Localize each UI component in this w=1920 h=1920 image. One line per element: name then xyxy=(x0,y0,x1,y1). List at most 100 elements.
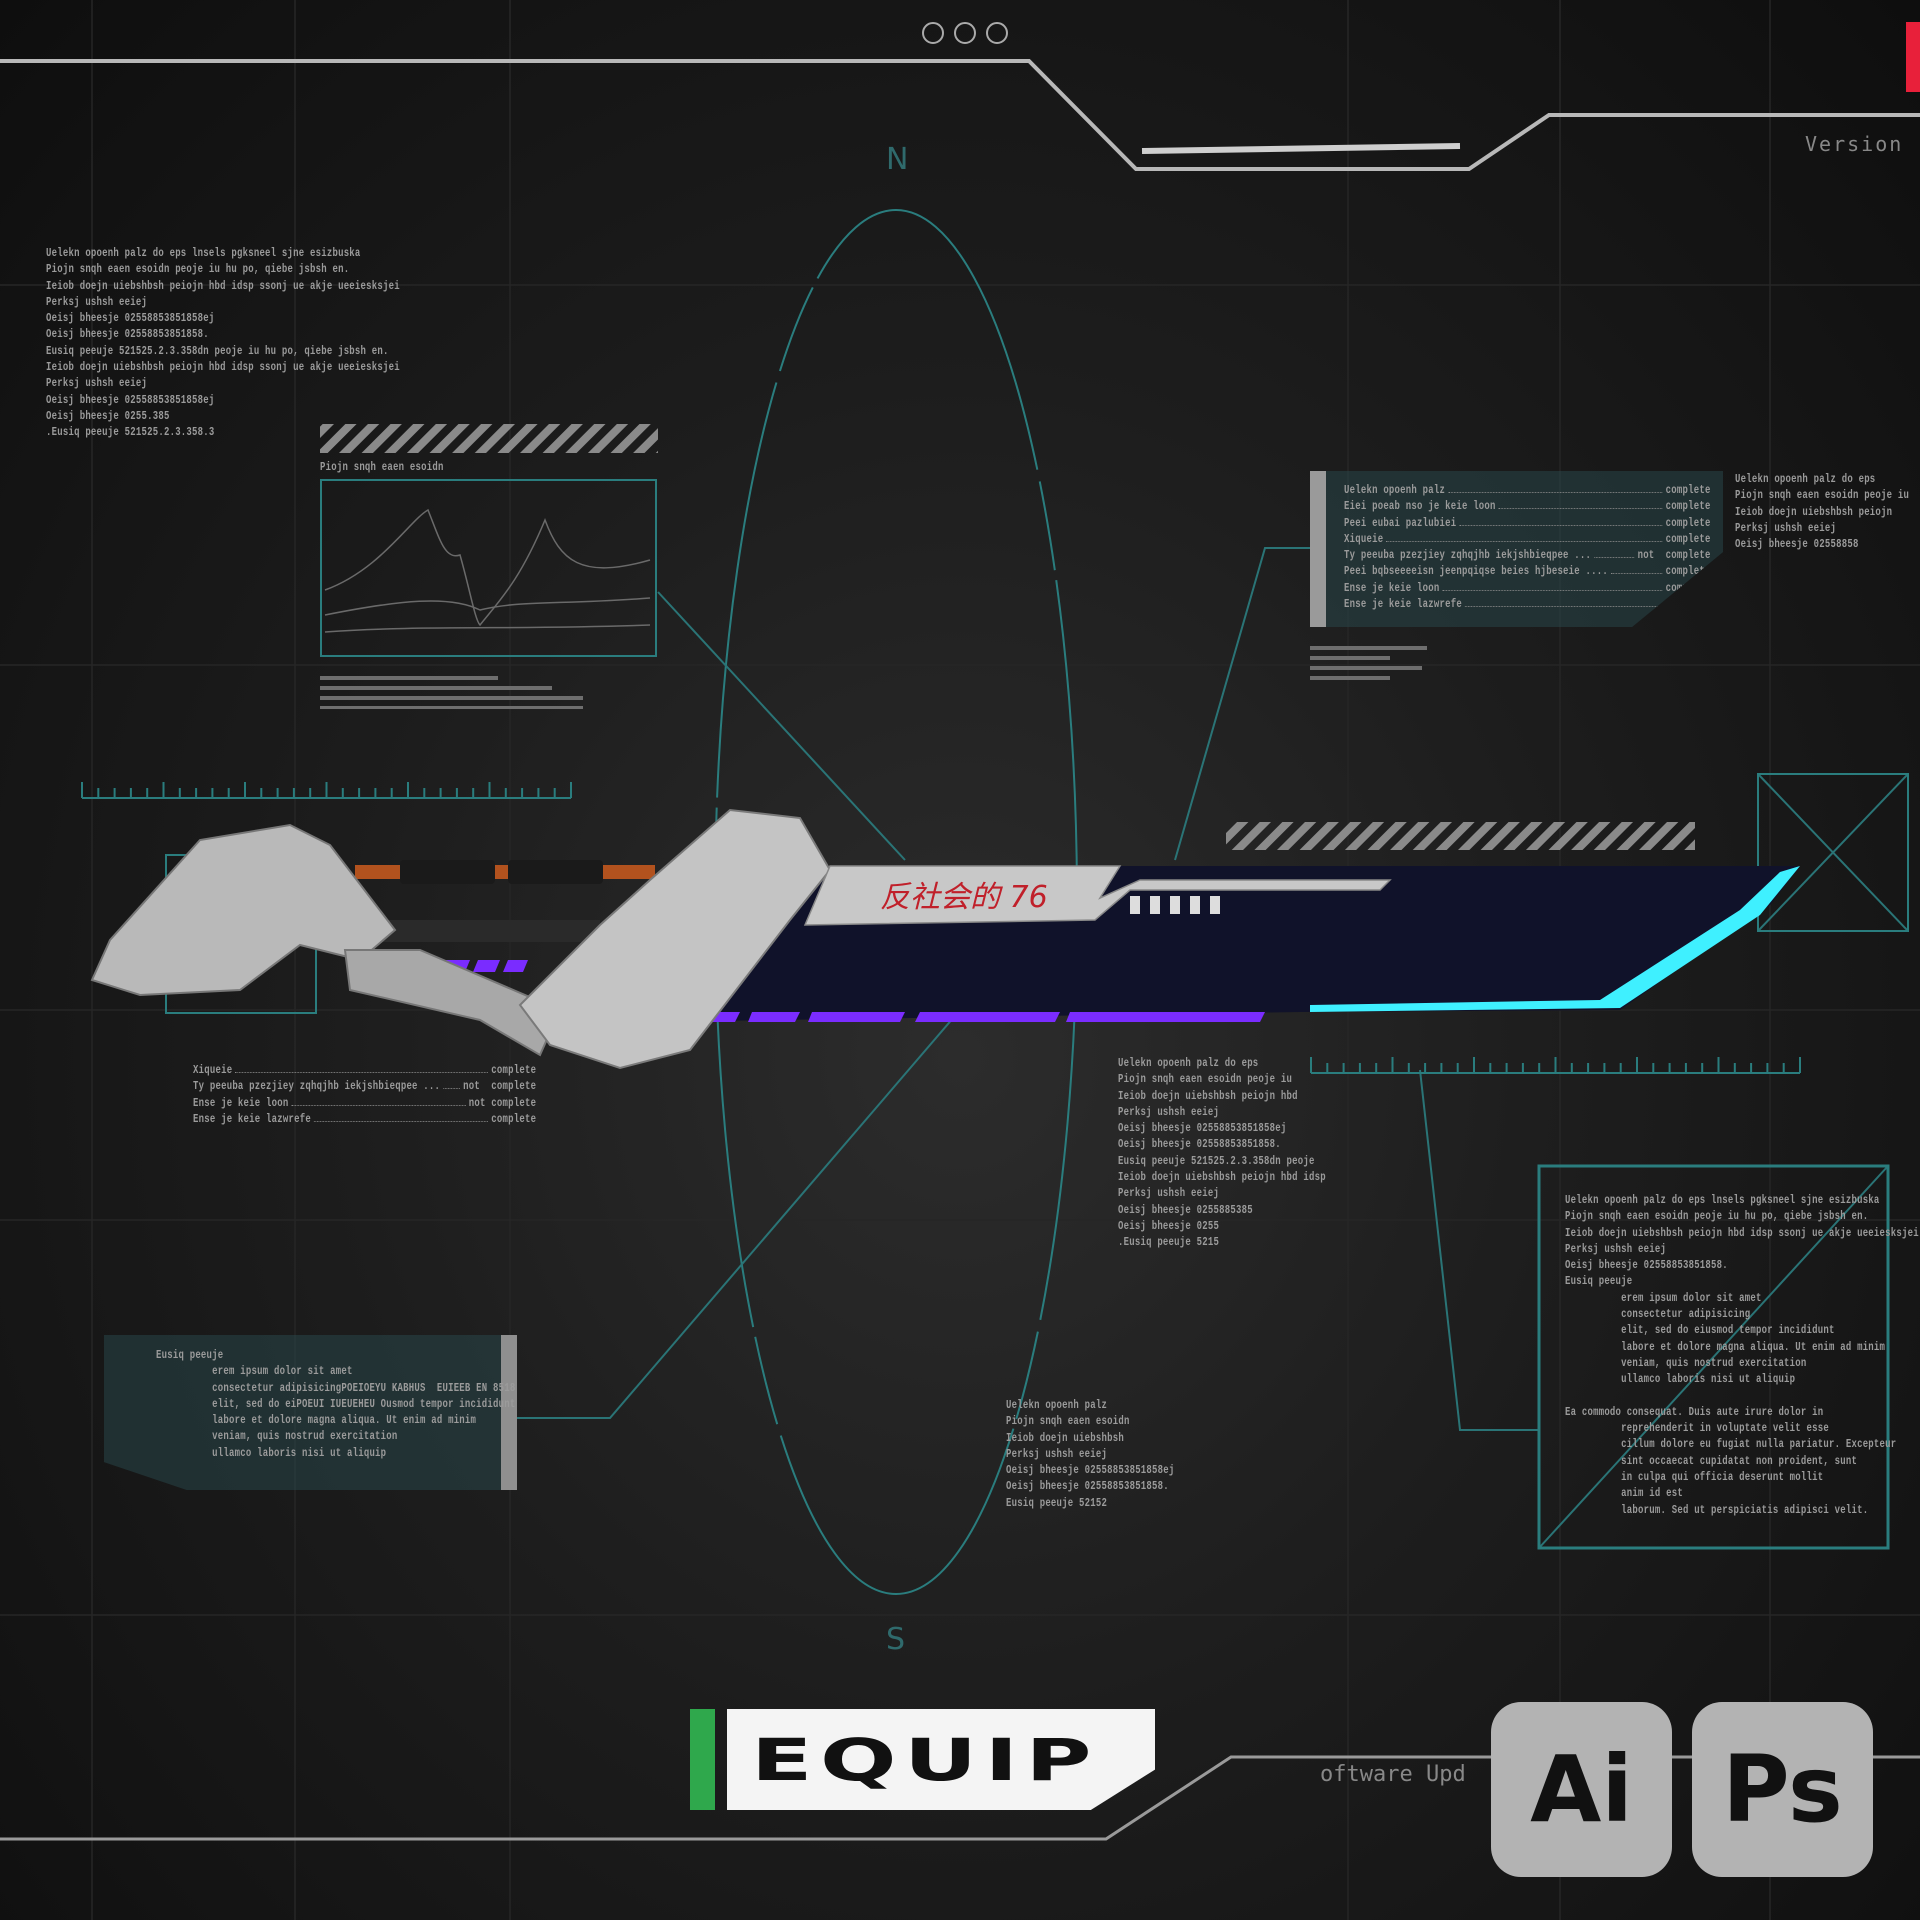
text-line xyxy=(1565,1389,1919,1405)
text-line: Ieiob doejn uiebshbsh peiojn hbd idsp ss… xyxy=(46,279,400,293)
text-line: veniam, quis nostrud exercitation xyxy=(156,1430,398,1444)
text-line: Piojn snqh eaen esoidn peoje iu xyxy=(1735,489,1910,503)
text-line: erem ipsum dolor sit amet xyxy=(1565,1291,1762,1305)
bottom-bar-text: oftware Upd xyxy=(1320,1762,1466,1787)
status-label: Ty peeuba pzezjiey zqhqjhb iekjshbieqpee… xyxy=(193,1080,441,1094)
window-controls[interactable] xyxy=(922,22,1008,44)
text-line: Ieiob doejn uiebshbsh peiojn xyxy=(1735,505,1893,519)
text-line: .Eusiq peeuje 5215 xyxy=(1118,1236,1220,1250)
text-line: Oeisj bheesje 02558853851858ej xyxy=(46,312,215,326)
status-label: Peei eubai pazlubiei xyxy=(1344,516,1457,530)
text-line: Oeisj bheesje 0255 xyxy=(1118,1219,1220,1233)
status-row: Uelekn opoenh palz complete xyxy=(1344,483,1711,499)
window-control-dot[interactable] xyxy=(986,22,1008,44)
text-line: laborum. Sed ut perspiciatis adipisci ve… xyxy=(1565,1503,1869,1517)
text-line: Oeisj bheesje 02558853851858ej xyxy=(1118,1122,1287,1136)
bottom-left-panel-text: Eusiq peeuje erem ipsum dolor sit amet c… xyxy=(156,1348,515,1462)
dotted-leader xyxy=(1386,540,1663,542)
weapon-sword xyxy=(90,808,1800,1070)
status-value: complete xyxy=(1665,484,1711,497)
status-row: Ense je keie lazwrefe complete xyxy=(193,1112,536,1128)
photoshop-icon: Ps xyxy=(1692,1702,1873,1877)
status-value: complete xyxy=(491,1112,537,1126)
hazard-stripe-right xyxy=(1226,822,1695,850)
right-box-text: Uelekn opoenh palz do eps lnsels pgksnee… xyxy=(1565,1193,1919,1519)
text-line: Piojn snqh eaen esoidn peoje iu hu po, q… xyxy=(1565,1210,1869,1224)
blade-edge-glow xyxy=(1310,866,1800,1012)
compass-south-label: S xyxy=(886,1622,906,1657)
window-control-dot[interactable] xyxy=(922,22,944,44)
left-text-block: Uelekn opoenh palz do eps lnsels pgksnee… xyxy=(46,246,400,442)
text-line: consectetur adipisicing xyxy=(1565,1308,1751,1322)
status-label: Xiqueie xyxy=(193,1064,233,1077)
status-row: Xiqueie complete xyxy=(193,1063,536,1079)
text-line: Uelekn opoenh palz do eps xyxy=(1118,1057,1259,1070)
blade-plate xyxy=(803,865,1392,926)
equip-badge[interactable]: EQUIP xyxy=(727,1709,1155,1810)
window-control-dot[interactable] xyxy=(954,22,976,44)
text-line: Perksj ushsh eeiej xyxy=(1006,1447,1108,1461)
version-label: Version xyxy=(1805,132,1904,156)
text-line: Ieiob doejn uiebshbsh peiojn hbd idsp xyxy=(1118,1171,1326,1185)
top-frame-line xyxy=(0,59,1920,171)
text-line: Eusiq peeuje 52152 xyxy=(1006,1496,1108,1510)
text-line: Oeisj bheesje 0255.385 xyxy=(46,409,170,423)
status-value: complete xyxy=(1665,500,1711,514)
status-value: complete xyxy=(1665,516,1711,530)
connector-lines xyxy=(517,547,1909,1549)
equip-label: EQUIP xyxy=(751,1725,1100,1794)
status-label: Uelekn opoenh palz xyxy=(1344,484,1446,497)
text-line: Eusiq peeuje 521525.2.3.358dn peoje iu h… xyxy=(46,344,389,358)
gray-bars-right xyxy=(1310,646,1427,680)
text-line: Perksj ushsh eeiej xyxy=(46,377,148,391)
status-value: not complete xyxy=(463,1080,537,1094)
text-line: Eusiq peeuje 521525.2.3.358dn peoje xyxy=(1118,1154,1315,1168)
dotted-leader xyxy=(235,1072,489,1073)
dotted-leader xyxy=(1498,508,1663,510)
text-line: Piojn snqh eaen esoidn xyxy=(1006,1415,1130,1429)
text-line: labore et dolore magna aliqua. Ut enim a… xyxy=(156,1414,477,1428)
status-value: complete xyxy=(491,1064,537,1077)
status-label: Ense je keie lazwrefe xyxy=(193,1112,311,1126)
text-line: Perksj ushsh eeiej xyxy=(1118,1187,1220,1201)
dotted-leader xyxy=(291,1104,466,1106)
status-value: complete xyxy=(1665,532,1711,546)
dotted-leader xyxy=(1459,524,1663,526)
status-label: Xiqueie xyxy=(1344,532,1384,546)
text-line: Uelekn opoenh palz do eps lnsels pgksnee… xyxy=(1565,1194,1880,1207)
text-line: Ieiob doejn uiebshbsh xyxy=(1006,1431,1124,1445)
illustrator-icon: Ai xyxy=(1491,1702,1672,1877)
text-line: Perksj ushsh eeiej xyxy=(1565,1242,1667,1256)
text-line: consectetur adipisicingPOEIOEYU KABHUS E… xyxy=(156,1381,516,1395)
text-line: Ea commodo consequat. Duis aute irure do… xyxy=(1565,1405,1824,1419)
status-row: Ense je keie loon not complete xyxy=(193,1096,536,1112)
status-label: Ty peeuba pzezjiey zqhqjhb iekjshbieqpee… xyxy=(1344,549,1592,563)
text-line: Oeisj bheesje 02558853851858ej xyxy=(46,393,215,407)
status-label: Ense je keie loon xyxy=(193,1096,289,1110)
status-label: Eiei poeab nso je keie loon xyxy=(1344,500,1496,514)
graph-lines xyxy=(324,508,651,633)
text-line: reprehenderit in voluptate velit esse xyxy=(1565,1422,1829,1436)
text-line: Oeisj bheesje 02558853851858ej xyxy=(1006,1464,1175,1478)
text-line: Perksj ushsh eeiej xyxy=(1735,521,1837,535)
text-line: ullamco laboris nisi ut aliquip xyxy=(1565,1373,1796,1387)
dotted-leader xyxy=(1448,492,1663,493)
gray-bars-left xyxy=(320,676,583,709)
text-line: ullamco laboris nisi ut aliquip xyxy=(156,1446,387,1460)
text-line: Oeisj bheesje 02558858 xyxy=(1735,538,1859,552)
text-line: cillum dolore eu fugiat nulla pariatur. … xyxy=(1565,1438,1897,1452)
blade-inscription: 反社会的 76 xyxy=(880,880,1048,915)
graph-caption: Piojn snqh eaen esoidn xyxy=(320,461,444,474)
status-row: Peei eubai pazlubiei complete xyxy=(1344,516,1711,532)
text-line: Oeisj bheesje 0255885385 xyxy=(1118,1203,1253,1217)
status-value: not complete xyxy=(468,1096,537,1110)
text-line: in culpa qui officia deserunt mollit xyxy=(1565,1471,1824,1485)
text-line: veniam, quis nostrud exercitation xyxy=(1565,1356,1807,1370)
text-line: Perksj ushsh eeiej xyxy=(1118,1105,1220,1119)
dotted-leader xyxy=(1442,589,1663,591)
dotted-leader xyxy=(1465,606,1663,608)
left-status-list: Xiqueie complete Ty peeuba pzezjiey zqhqjh… xyxy=(193,1063,536,1128)
